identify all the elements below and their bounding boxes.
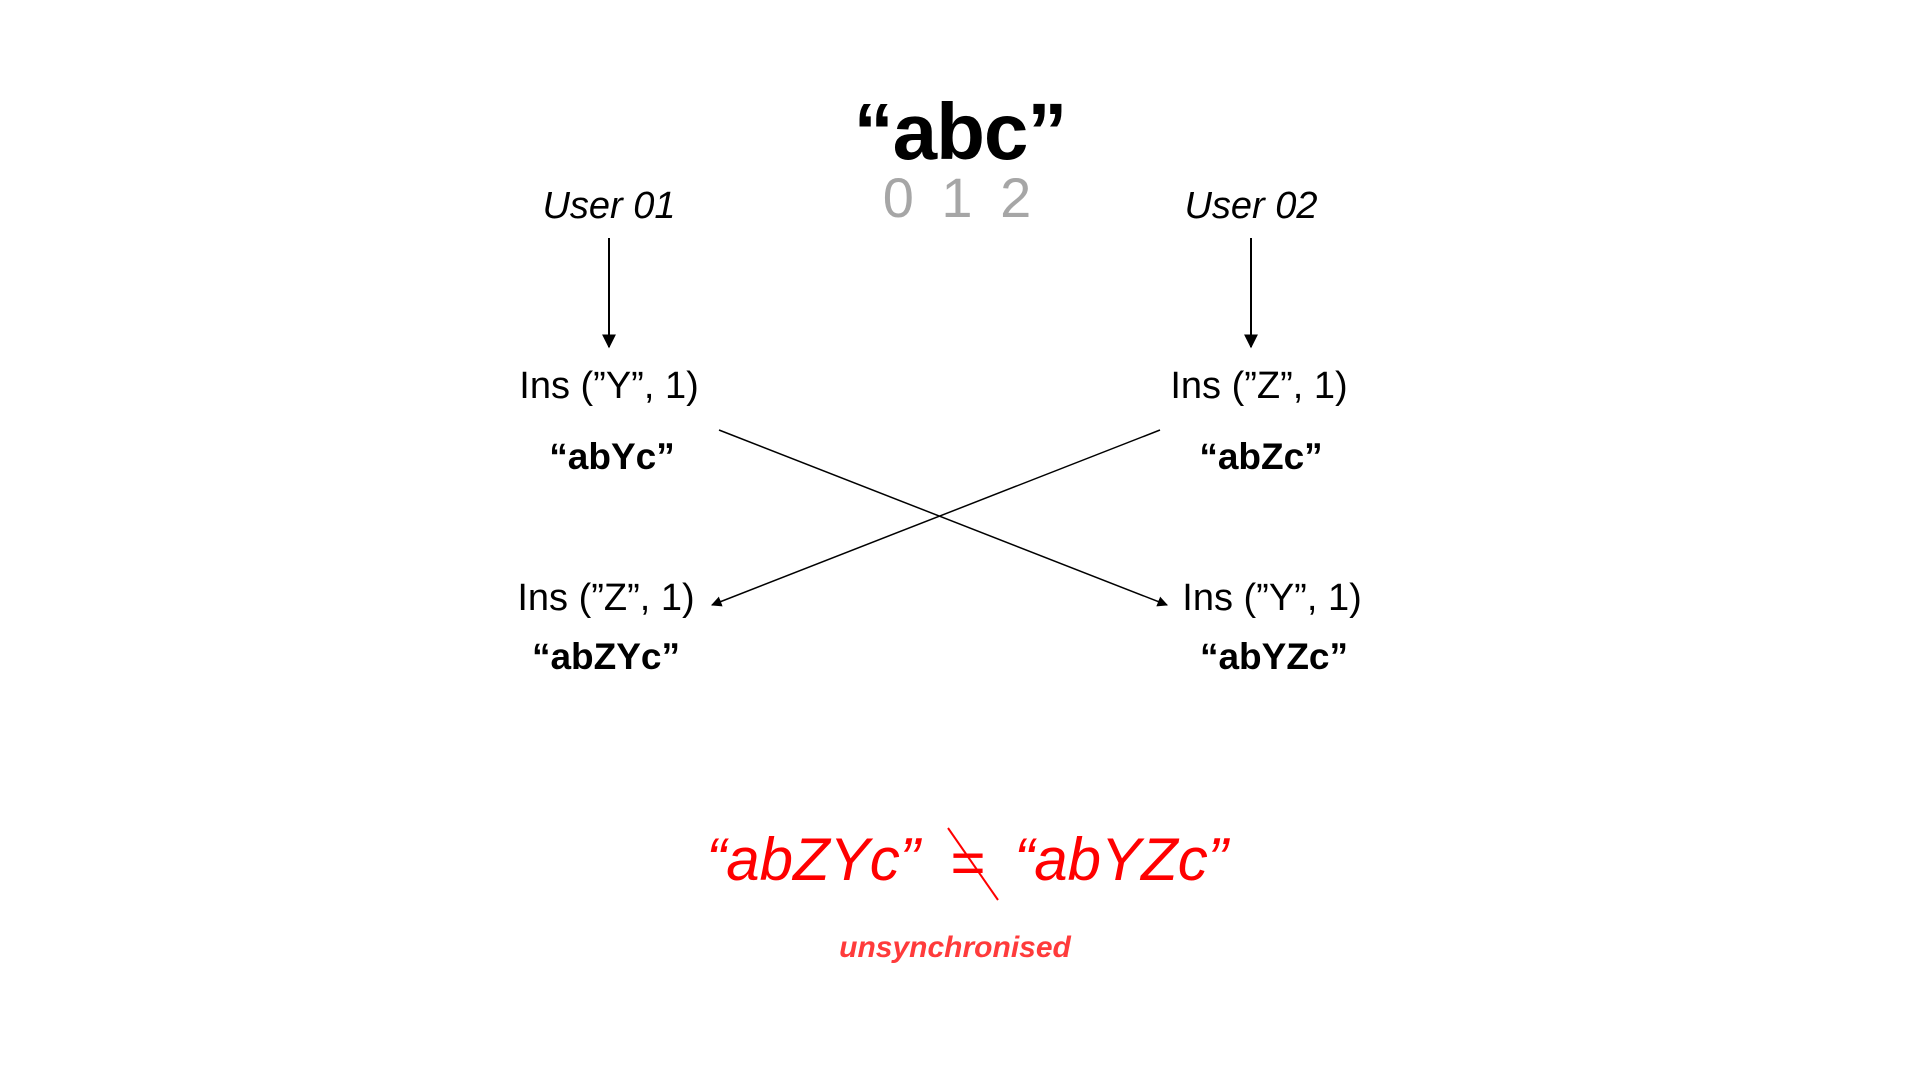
- final-state-user-01: “abZYc”: [706, 826, 920, 893]
- user-02-local-operation: Ins (”Z”, 1): [1170, 365, 1348, 407]
- not-equal-sign: =: [950, 829, 986, 896]
- character-indices: 0 1 2: [882, 166, 1038, 229]
- user-02-final-state: “abYZc”: [1199, 636, 1349, 677]
- not-equal-slash: [947, 827, 999, 901]
- user-01-local-state: “abYc”: [549, 436, 675, 477]
- send-y-to-user-02-arrow: [718, 429, 1168, 607]
- user-01-remote-operation: Ins (”Z”, 1): [517, 577, 695, 619]
- initial-document: “abc”: [853, 87, 1068, 176]
- user-01-label: User 01: [542, 185, 676, 227]
- user-01-final-state: “abZYc”: [531, 636, 681, 677]
- user-02-label: User 02: [1184, 185, 1318, 227]
- user-02-remote-operation: Ins (”Y”, 1): [1182, 577, 1362, 619]
- final-state-user-02: “abYZc”: [1014, 826, 1228, 893]
- unsynchronised-note: unsynchronised: [839, 931, 1071, 964]
- user-02-local-state: “abZc”: [1199, 436, 1323, 477]
- send-z-to-user-01-arrow: [711, 429, 1161, 607]
- user-01-local-operation: Ins (”Y”, 1): [519, 365, 699, 407]
